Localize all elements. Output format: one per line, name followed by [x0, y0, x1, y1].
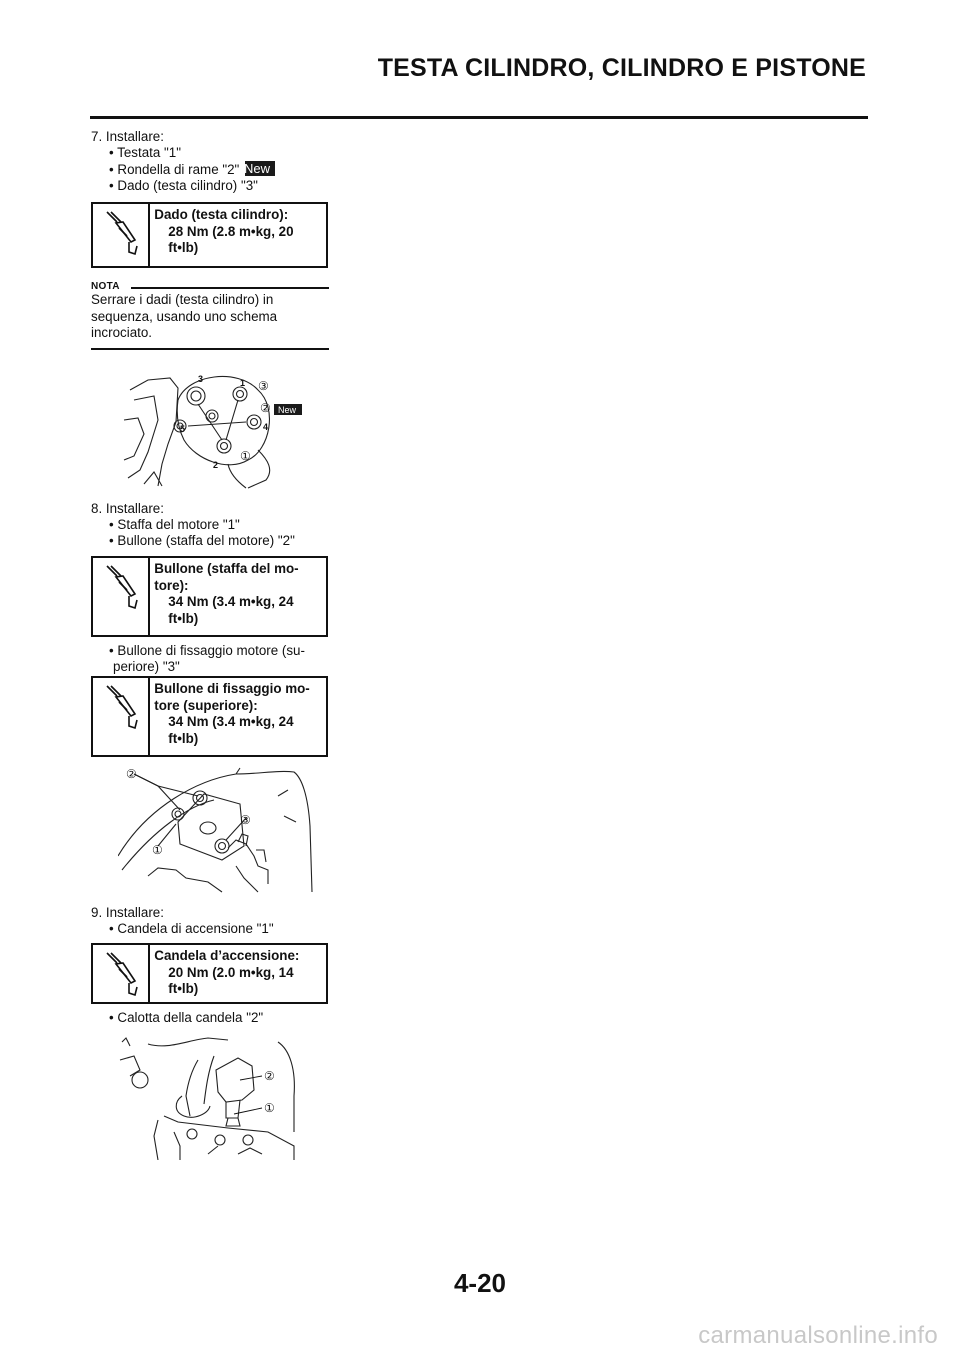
- torque-wrench-icon: [93, 678, 151, 755]
- figure-new-tag: New: [278, 405, 297, 415]
- step-9: 9. Installare: • Candela di accensione "…: [91, 905, 331, 937]
- step-9-item-1: • Candela di accensione "1": [109, 921, 274, 936]
- figure-new-tag-bg: [274, 404, 302, 415]
- torque-spec-box: Dado (testa cilindro): 28 Nm (2.8 m•kg, …: [91, 202, 328, 268]
- spec-value: 20 Nm (2.0 m•kg, 14 ft•lb): [168, 964, 294, 997]
- spec-name: Dado (testa cilindro):: [154, 207, 289, 222]
- step-7-item-1: • Testata "1": [109, 145, 182, 160]
- circled-callout-3: ③: [240, 813, 251, 827]
- circled-callout-2: ②: [126, 767, 137, 781]
- step-9-item-2: • Calotta della candela "2": [91, 1010, 331, 1026]
- circled-callout-1: ①: [264, 1101, 275, 1115]
- step-8: 8. Installare: • Staffa del motore "1" •…: [91, 501, 331, 549]
- step-8-item-3-line-2: periore) "3": [113, 659, 180, 674]
- page-number: 4-20: [453, 1268, 507, 1298]
- circled-callout-1: ①: [240, 449, 251, 463]
- circled-callout-3: ③: [258, 379, 269, 393]
- step-7-heading: 7. Installare:: [91, 129, 164, 144]
- spark-plug-figure: ② ①: [119, 1037, 295, 1160]
- spec-name: Candela d’accensione:: [154, 948, 300, 963]
- step-7: 7. Installare: • Testata "1" • Rondella …: [91, 129, 331, 194]
- nota-end-rule: [91, 348, 329, 350]
- circled-callout-2: ②: [264, 1069, 275, 1083]
- spec-body: Bullone (staffa del mo- tore): 34 Nm (3.…: [150, 558, 326, 635]
- step-7-item-2: • Rondella di rame "2" New: [101, 161, 331, 178]
- watermark: carmanualsonline.info: [698, 1322, 938, 1349]
- step-7-item-3: • Dado (testa cilindro) "3": [109, 178, 258, 193]
- spec-name-line-2: tore (superiore):: [154, 697, 258, 713]
- step-8-heading: 8. Installare:: [91, 501, 164, 516]
- torque-spec-box: Candela d’accensione: 20 Nm (2.0 m•kg, 1…: [91, 943, 328, 1004]
- figure-circled-callouts: ② ③ ①: [126, 767, 251, 857]
- spec-name-line-1: Bullone di fissaggio mo-: [154, 681, 310, 696]
- step-8-item-1: • Staffa del motore "1": [109, 517, 240, 532]
- page-title: TESTA CILINDRO, CILINDRO E PISTONE: [377, 54, 866, 82]
- torque-wrench-icon: [93, 204, 151, 266]
- circled-callout-2: ②: [260, 401, 271, 415]
- spec-value: 34 Nm (3.4 m•kg, 24 ft•lb): [168, 594, 294, 626]
- spec-body: Bullone di fissaggio mo- tore (superiore…: [150, 678, 326, 755]
- torque-spec-box: Bullone di fissaggio mo- tore (superiore…: [91, 676, 328, 757]
- figure-circled-callouts: ② ①: [264, 1069, 275, 1115]
- callout-1: 1: [240, 378, 245, 388]
- engine-bracket-figure: ② ③ ①: [118, 767, 313, 893]
- step-9-heading: 9. Installare:: [91, 905, 164, 920]
- callout-5: 5: [180, 424, 185, 434]
- torque-wrench-icon: [93, 945, 151, 1002]
- circled-callout-1: ①: [152, 843, 163, 857]
- new-tag: New: [244, 161, 276, 176]
- step-8-item-3-line-1: • Bullone di fissaggio motore (su-: [109, 643, 305, 658]
- nota-rule: [131, 287, 329, 289]
- cylinder-head-figure: 3 1 5 4 2 ③ ② ① New: [123, 374, 302, 489]
- callout-2: 2: [213, 460, 218, 470]
- spec-value: 34 Nm (3.4 m•kg, 24 ft•lb): [168, 714, 294, 746]
- step-8-item-3: • Bullone di fissaggio motore (su- perio…: [91, 643, 331, 675]
- step-8-item-2: • Bullone (staffa del motore) "2": [109, 533, 295, 548]
- nota-text: Serrare i dadi (testa cilindro) in seque…: [91, 292, 278, 340]
- step-9-item-2-text: • Calotta della candela "2": [109, 1010, 264, 1025]
- figure-circled-callouts: ③ ② ①: [240, 379, 271, 463]
- header-rule: [90, 116, 868, 119]
- step-7-item-2-text: • Rondella di rame "2": [109, 162, 240, 177]
- spec-name-line-1: Bullone (staffa del mo-: [154, 561, 299, 576]
- spec-body: Dado (testa cilindro): 28 Nm (2.8 m•kg, …: [150, 204, 326, 266]
- spec-body: Candela d’accensione: 20 Nm (2.0 m•kg, 1…: [150, 945, 326, 1002]
- torque-wrench-icon: [93, 558, 151, 635]
- figure-callouts: 3 1 5 4 2: [180, 374, 268, 470]
- callout-3: 3: [198, 374, 203, 384]
- spec-value: 28 Nm (2.8 m•kg, 20 ft•lb): [168, 223, 294, 256]
- spec-name-line-2: tore):: [154, 577, 189, 593]
- nota-label: NOTA: [91, 281, 120, 292]
- callout-4: 4: [263, 422, 268, 432]
- torque-spec-box: Bullone (staffa del mo- tore): 34 Nm (3.…: [91, 556, 328, 637]
